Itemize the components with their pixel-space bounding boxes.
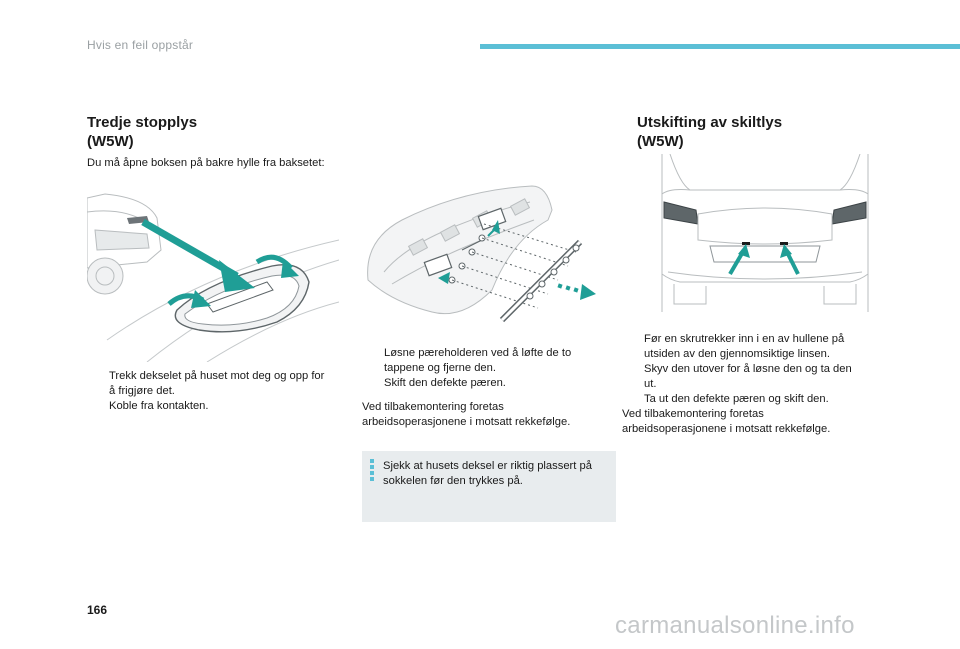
refit-line: arbeidsoperasjonene i motsatt rekkefølge… xyxy=(622,423,831,435)
note-line: Sjekk at husets deksel er riktig plasser… xyxy=(383,460,592,472)
right-step-list: Før en skrutrekker inn i en av hullene p… xyxy=(622,332,884,437)
heading-line-2: (W5W) xyxy=(637,133,684,150)
heading-line-1: Tredje stopplys xyxy=(87,114,198,131)
intro-text: Du må åpne boksen på bakre hylle fra bak… xyxy=(87,157,325,169)
step-text-line: utsiden av den gjennomsiktige linsen. xyxy=(644,348,830,360)
step-text-line: tappene og fjerne den. xyxy=(384,362,496,374)
right-refit-text: Ved tilbakemontering foretas arbeidsoper… xyxy=(622,407,884,437)
note-accent-icon xyxy=(370,459,374,481)
left-step-2: Koble fra kontakten. xyxy=(87,399,349,414)
step-text-line: Skyv den utover for å løsne den og ta de… xyxy=(644,363,852,375)
rear-shelf-illustration xyxy=(87,193,339,362)
step-text-line: Løsne pæreholderen ved å løfte de to xyxy=(384,347,572,359)
middle-step-list: Løsne pæreholderen ved å løfte de to tap… xyxy=(362,346,616,391)
step-text-line: Skift den defekte pæren. xyxy=(384,377,506,389)
middle-step-2: Skift den defekte pæren. xyxy=(362,376,616,391)
left-step-1: Trekk dekselet på huset mot deg og opp f… xyxy=(87,369,349,399)
note-text: Sjekk at husets deksel er riktig plasser… xyxy=(383,459,611,489)
left-step-list: Trekk dekselet på huset mot deg og opp f… xyxy=(87,369,349,414)
heading-licence-plate-lamp: Utskifting av skiltlys (W5W) xyxy=(637,113,782,151)
middle-step-1: Løsne pæreholderen ved å løfte de to tap… xyxy=(362,346,616,376)
step-text-line: å frigjøre det. xyxy=(109,385,175,397)
step-text-line: Trekk dekselet på huset mot deg og opp f… xyxy=(109,370,325,382)
bulb-holder-illustration xyxy=(367,185,596,323)
right-step-1: Før en skrutrekker inn i en av hullene p… xyxy=(622,332,884,362)
step-text-line: ut. xyxy=(644,378,657,390)
note-line: sokkelen før den trykkes på. xyxy=(383,475,523,487)
right-step-3: Ta ut den defekte pæren og skift den. xyxy=(622,392,884,407)
note-box: Sjekk at husets deksel er riktig plasser… xyxy=(362,451,616,522)
heading-third-brake-light: Tredje stopplys (W5W) xyxy=(87,113,197,151)
heading-line-1: Utskifting av skiltlys xyxy=(637,114,783,131)
refit-line: Ved tilbakemontering foretas xyxy=(362,401,504,413)
car-rear-illustration xyxy=(661,154,869,312)
step-text-line: Ta ut den defekte pæren og skift den. xyxy=(644,393,829,405)
watermark: carmanualsonline.info xyxy=(615,612,855,639)
section-header-bar xyxy=(480,44,960,49)
step-text-line: Koble fra kontakten. xyxy=(109,400,209,412)
heading-line-2: (W5W) xyxy=(87,133,134,150)
middle-refit-text: Ved tilbakemontering foretas arbeidsoper… xyxy=(362,400,616,430)
page-number: 166 xyxy=(87,603,108,617)
section-header-title: Hvis en feil oppstår xyxy=(87,38,194,52)
right-step-2: Skyv den utover for å løsne den og ta de… xyxy=(622,362,884,392)
refit-line: Ved tilbakemontering foretas xyxy=(622,408,764,420)
step-text-line: Før en skrutrekker inn i en av hullene p… xyxy=(644,333,845,345)
refit-line: arbeidsoperasjonene i motsatt rekkefølge… xyxy=(362,416,571,428)
